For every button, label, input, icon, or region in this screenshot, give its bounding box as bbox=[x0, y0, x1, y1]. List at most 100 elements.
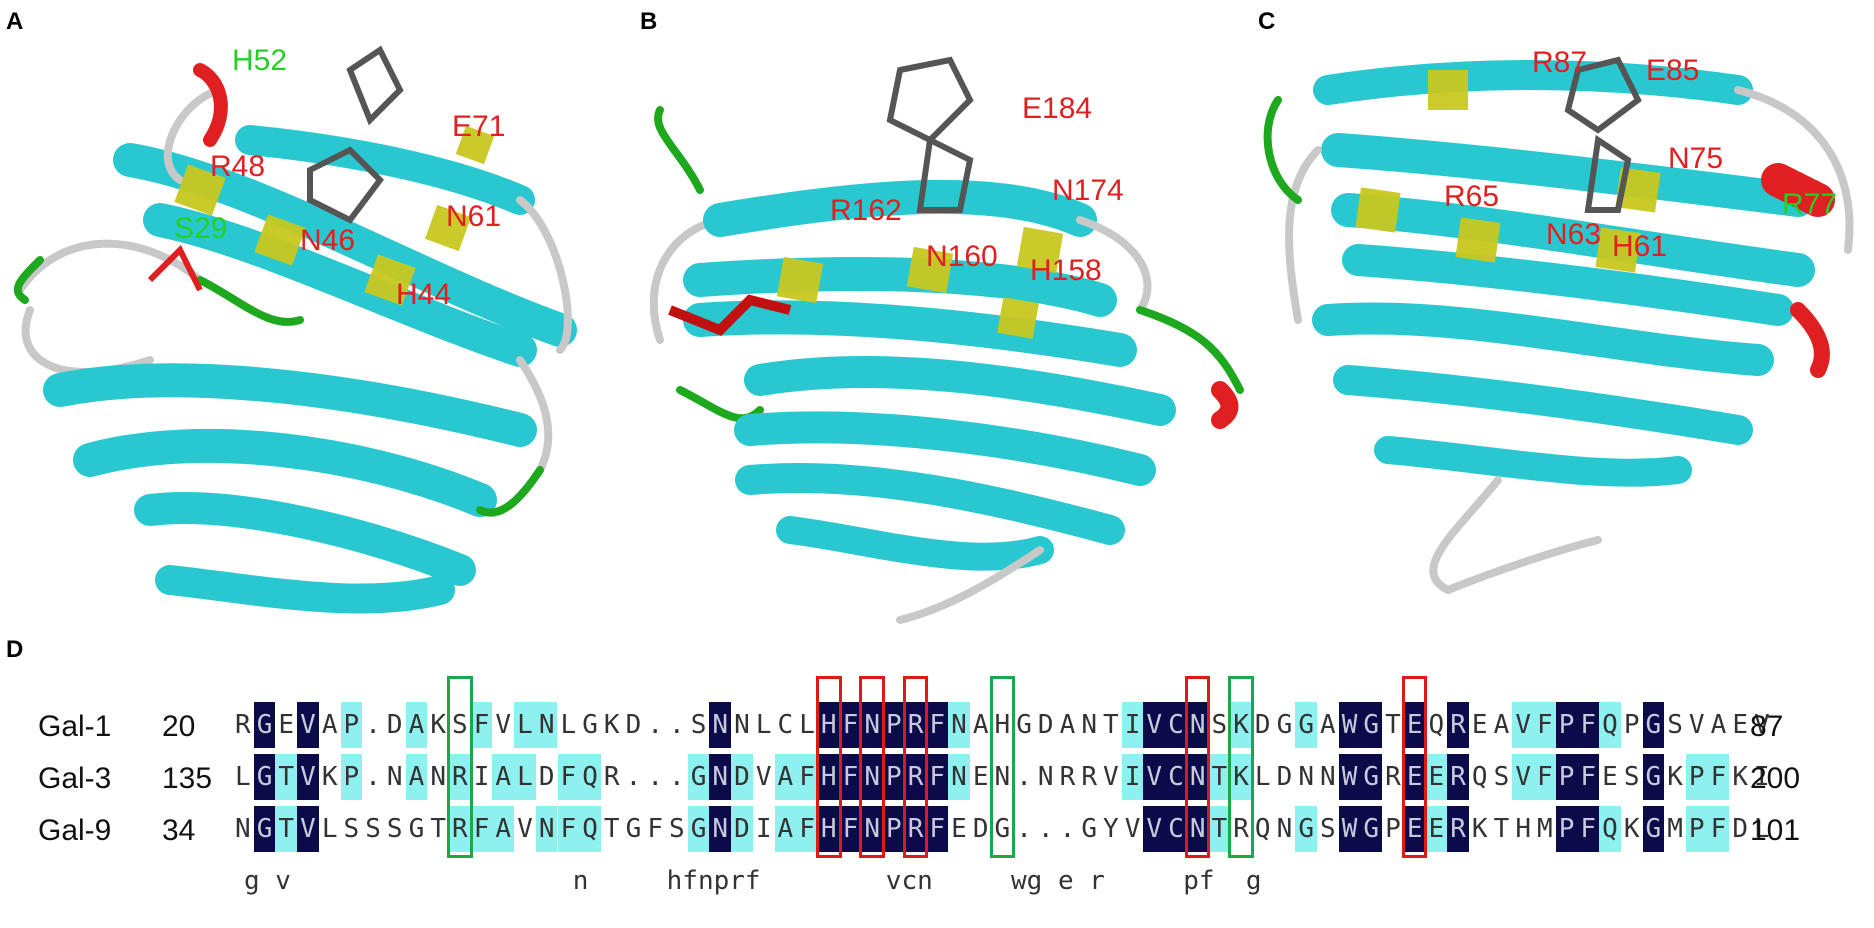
residue-cell: K bbox=[1664, 754, 1686, 800]
green-highlight-box bbox=[1228, 676, 1254, 858]
residue-cell: T bbox=[1382, 702, 1404, 748]
residue-cell: E bbox=[970, 754, 992, 800]
residue-cell: V bbox=[514, 806, 536, 852]
residue-label: E85 bbox=[1646, 56, 1699, 86]
residue-cell: D bbox=[384, 702, 406, 748]
residue-cell: A bbox=[1708, 702, 1730, 748]
residue-cell: P bbox=[883, 702, 905, 748]
residue-cell: F bbox=[1577, 754, 1599, 800]
residue-label: R48 bbox=[210, 152, 265, 182]
residue-cell: K bbox=[1621, 806, 1643, 852]
residue-cell: F bbox=[471, 702, 493, 748]
sequence-alignment: Gal-1 20 RGEVAP.DAKSFVLNLGKD..SNNLCLHFNP… bbox=[0, 640, 1874, 928]
residue-cell: N bbox=[709, 702, 731, 748]
residue-cell: G bbox=[1360, 806, 1382, 852]
residue-cell: A bbox=[1317, 702, 1339, 748]
residue-cell: P bbox=[341, 702, 363, 748]
residue-cell: N bbox=[1317, 754, 1339, 800]
residue-cell: F bbox=[558, 806, 580, 852]
residue-cell: R bbox=[1447, 754, 1469, 800]
residue-cell: E bbox=[275, 702, 297, 748]
residue-cell: S bbox=[341, 806, 363, 852]
residue-cell: A bbox=[492, 754, 514, 800]
residue-cell: F bbox=[926, 702, 948, 748]
residue-cell: A bbox=[970, 702, 992, 748]
residue-cell: G bbox=[623, 806, 645, 852]
residue-cell: K bbox=[1729, 754, 1751, 800]
residue-cell: R bbox=[1447, 702, 1469, 748]
residue-cell: N bbox=[536, 702, 558, 748]
residue-cell: A bbox=[775, 754, 797, 800]
residue-cell: V bbox=[1143, 754, 1165, 800]
residue-cell: F bbox=[1577, 702, 1599, 748]
residue-cell: T bbox=[1209, 754, 1231, 800]
residue-cell: G bbox=[1274, 702, 1296, 748]
residue-cell: C bbox=[1165, 702, 1187, 748]
residue-cell: E bbox=[948, 806, 970, 852]
residue-cell: F bbox=[1708, 754, 1730, 800]
residue-cell: L bbox=[1252, 754, 1274, 800]
protein-structure-c bbox=[1258, 30, 1874, 630]
residue-cell: G bbox=[1013, 702, 1035, 748]
residue-cell: . bbox=[623, 754, 645, 800]
residue-label: E184 bbox=[1022, 94, 1092, 124]
residue-cell: L bbox=[232, 754, 254, 800]
residue-cell: V bbox=[297, 806, 319, 852]
residue-cell: L bbox=[514, 702, 536, 748]
residue-cell: E bbox=[1426, 806, 1448, 852]
residue-cell: V bbox=[1686, 702, 1708, 748]
residue-cell: P bbox=[883, 806, 905, 852]
residue-cell: F bbox=[840, 806, 862, 852]
residue-cell: G bbox=[1643, 702, 1665, 748]
residue-cell: S bbox=[1621, 754, 1643, 800]
residue-cell: M bbox=[1664, 806, 1686, 852]
red-highlight-box bbox=[903, 676, 929, 858]
residue-cell: F bbox=[796, 806, 818, 852]
residue-cell: R bbox=[1447, 806, 1469, 852]
residue-cell: T bbox=[427, 806, 449, 852]
residue-cell: L bbox=[558, 702, 580, 748]
residue-cell: A bbox=[319, 702, 341, 748]
protein-structure-b bbox=[640, 30, 1260, 630]
red-highlight-box bbox=[1185, 676, 1211, 858]
residue-cell: P bbox=[1686, 754, 1708, 800]
residue-cell: M bbox=[1534, 806, 1556, 852]
residue-cell: F bbox=[1534, 754, 1556, 800]
red-highlight-box bbox=[1402, 676, 1428, 858]
residue-cell: G bbox=[1360, 754, 1382, 800]
red-highlight-box bbox=[859, 676, 885, 858]
residue-cell: D bbox=[1035, 702, 1057, 748]
residue-cell: . bbox=[1057, 806, 1079, 852]
residue-cell: Q bbox=[1469, 754, 1491, 800]
residue-cell: S bbox=[384, 806, 406, 852]
residue-cell: A bbox=[1057, 702, 1079, 748]
residue-cell: N bbox=[536, 806, 558, 852]
green-highlight-box bbox=[447, 676, 473, 858]
residue-cell: D bbox=[1729, 806, 1751, 852]
residue-cell: F bbox=[926, 754, 948, 800]
residue-cell: P bbox=[1556, 754, 1578, 800]
residue-cell: . bbox=[666, 702, 688, 748]
residue-cell: L bbox=[514, 754, 536, 800]
residue-cell: P bbox=[1621, 702, 1643, 748]
residue-cell: K bbox=[319, 754, 341, 800]
residue-cell: D bbox=[536, 754, 558, 800]
residue-cell: . bbox=[666, 754, 688, 800]
residue-cell: A bbox=[1491, 702, 1513, 748]
residue-cell: G bbox=[406, 806, 428, 852]
residue-cell: Q bbox=[1426, 702, 1448, 748]
residue-label: N61 bbox=[446, 202, 501, 232]
residue-cell: F bbox=[840, 754, 862, 800]
residue-cell: N bbox=[948, 754, 970, 800]
residue-cell: A bbox=[406, 754, 428, 800]
residue-cell: Q bbox=[1599, 702, 1621, 748]
residue-cell: P bbox=[1556, 806, 1578, 852]
residue-cell: . bbox=[644, 754, 666, 800]
residue-cell: N bbox=[384, 754, 406, 800]
residue-cell: N bbox=[1295, 754, 1317, 800]
residue-cell: W bbox=[1339, 702, 1361, 748]
residue-cell: F bbox=[558, 754, 580, 800]
residue-cell: E bbox=[1599, 754, 1621, 800]
residue-cell: A bbox=[406, 702, 428, 748]
residue-cell: S bbox=[1209, 702, 1231, 748]
